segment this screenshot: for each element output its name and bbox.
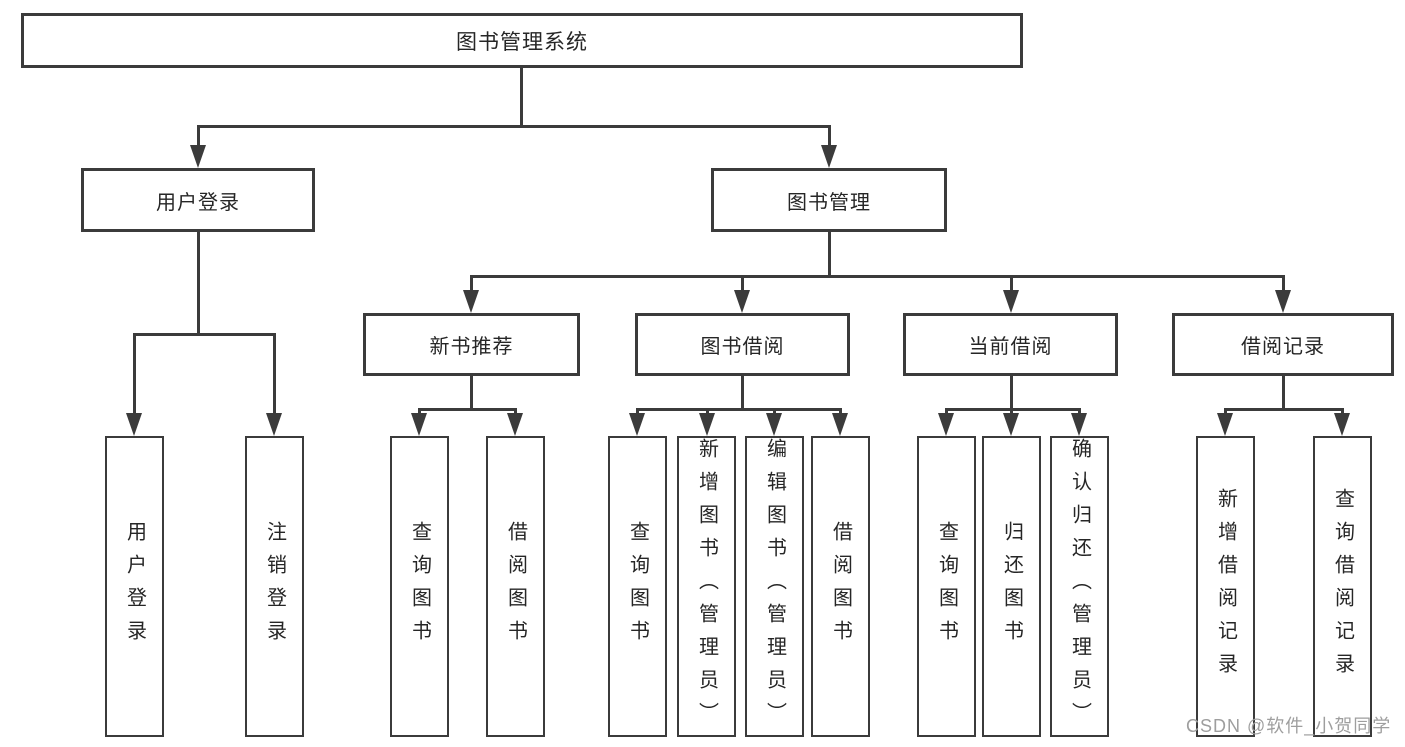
arrowhead-down-icon [266,413,282,436]
leaf-query-books-borrowing: 查询图书 [608,436,667,737]
arrowhead-down-icon [938,413,954,436]
connector-line [741,275,744,291]
node-label: 查询图书 [408,520,431,653]
leaf-edit-book-admin: 编辑图书（管理员） [745,436,804,737]
node-label: 查询借阅记录 [1331,487,1354,686]
connector-line [197,125,200,147]
node-label: 借阅图书 [504,520,527,653]
connector-line [197,232,200,333]
arrowhead-down-icon [1003,290,1019,313]
node-label: 新增图书（管理员） [695,438,718,735]
node-label: 注销登录 [263,520,286,653]
connector-line [273,333,276,415]
connector-line [470,275,1284,278]
arrowhead-down-icon [766,413,782,436]
connector-line [1010,275,1013,291]
node-label: 新增借阅记录 [1214,487,1237,686]
node-label: 图书管理系统 [456,30,588,54]
arrowhead-down-icon [1275,290,1291,313]
connector-line [773,408,776,415]
arrowhead-down-icon [411,413,427,436]
arrowhead-down-icon [832,413,848,436]
connector-line [1078,408,1081,415]
node-label: 用户登录 [123,520,146,653]
node-label: 借阅记录 [1241,336,1325,358]
node-new-book-recommendation: 新书推荐 [363,313,580,376]
connector-line [1282,275,1285,291]
arrowhead-down-icon [1003,413,1019,436]
connector-line [1010,408,1013,415]
connector-line [1341,408,1344,415]
leaf-query-books-current: 查询图书 [917,436,976,737]
arrowhead-down-icon [699,413,715,436]
connector-line [945,408,948,415]
leaf-add-borrow-record: 新增借阅记录 [1196,436,1255,737]
leaf-query-borrow-record: 查询借阅记录 [1313,436,1372,737]
connector-line [828,232,831,275]
arrowhead-down-icon [629,413,645,436]
node-label: 归还图书 [1000,520,1023,653]
leaf-borrow-books: 借阅图书 [811,436,870,737]
connector-line [636,408,639,415]
connector-line [1010,376,1013,408]
connector-line [520,68,523,125]
node-book-management: 图书管理 [711,168,947,232]
leaf-add-book-admin: 新增图书（管理员） [677,436,736,737]
arrowhead-down-icon [507,413,523,436]
arrowhead-down-icon [126,413,142,436]
arrowhead-down-icon [734,290,750,313]
node-borrowing-records: 借阅记录 [1172,313,1394,376]
node-library-management-system: 图书管理系统 [21,13,1023,68]
leaf-confirm-return-admin: 确认归还（管理员） [1050,436,1109,737]
leaf-return-books: 归还图书 [982,436,1041,737]
arrowhead-down-icon [1217,413,1233,436]
leaf-logout: 注销登录 [245,436,304,737]
connector-line [741,376,744,408]
leaf-query-books-recommend: 查询图书 [390,436,449,737]
node-book-borrowing: 图书借阅 [635,313,850,376]
leaf-user-login: 用户登录 [105,436,164,737]
connector-line [839,408,842,415]
connector-line [706,408,709,415]
connector-line [470,376,473,408]
connector-line [470,275,473,291]
connector-line [1224,408,1343,411]
node-label: 编辑图书（管理员） [763,438,786,735]
connector-line [418,408,421,415]
arrowhead-down-icon [190,145,206,168]
connector-line [1224,408,1227,415]
node-label: 新书推荐 [429,336,514,358]
connector-line [828,125,831,147]
node-label: 借阅图书 [829,520,852,653]
node-current-borrowing: 当前借阅 [903,313,1118,376]
node-label: 确认归还（管理员） [1068,438,1091,735]
node-label: 当前借阅 [968,336,1053,358]
node-user-login: 用户登录 [81,168,315,232]
connector-line [514,408,517,415]
leaf-borrow-books-recommend: 借阅图书 [486,436,545,737]
connector-line [1282,376,1285,408]
arrowhead-down-icon [1334,413,1350,436]
connector-line [418,408,516,411]
connector-line [197,125,831,128]
node-label: 用户登录 [156,191,240,214]
connector-line [133,333,276,336]
node-label: 查询图书 [935,520,958,653]
connector-line [636,408,841,411]
csdn-watermark: CSDN @软件_小贺同学 [1186,716,1392,736]
arrowhead-down-icon [463,290,479,313]
arrowhead-down-icon [1071,413,1087,436]
arrowhead-down-icon [821,145,837,168]
connector-line [133,333,136,415]
node-label: 图书管理 [787,191,871,214]
node-label: 查询图书 [626,520,649,653]
node-label: 图书借阅 [700,336,785,358]
